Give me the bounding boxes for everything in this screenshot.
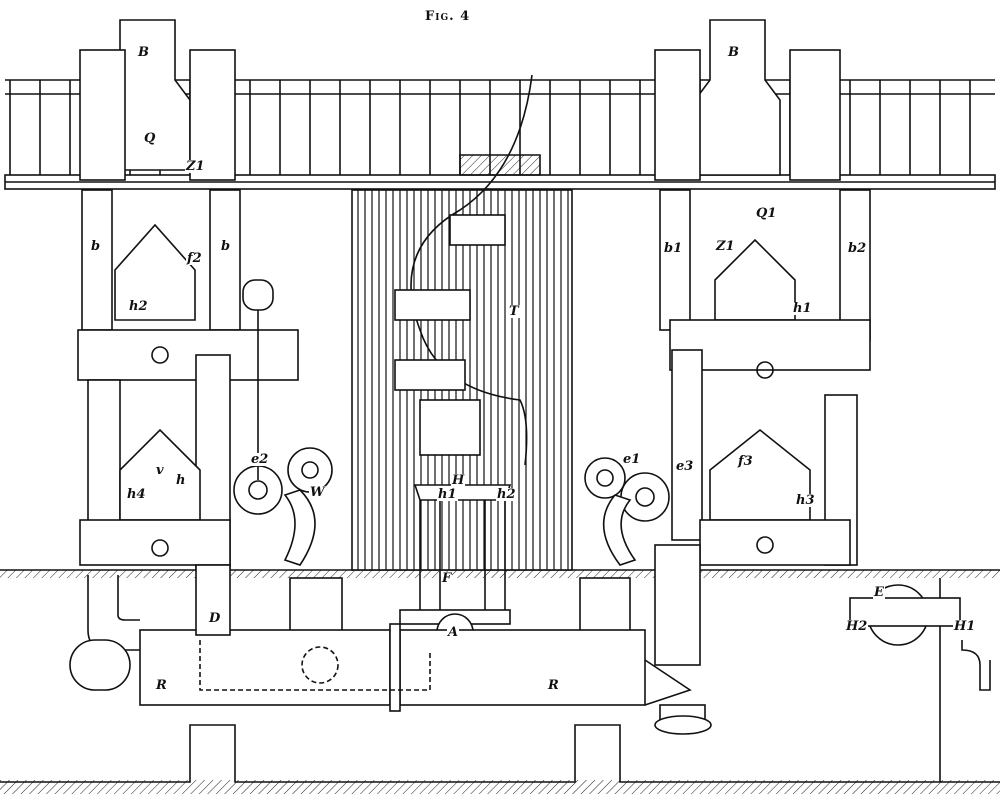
label-f2: f2 bbox=[186, 251, 203, 266]
label-h1-center: h1 bbox=[437, 487, 458, 502]
label-W: W bbox=[309, 485, 326, 500]
label-h: h bbox=[175, 473, 187, 488]
label-f3: f3 bbox=[737, 454, 754, 469]
label-h-upper-left: h2 bbox=[128, 299, 149, 314]
label-e2: e2 bbox=[250, 452, 270, 467]
label-E: E bbox=[873, 585, 885, 600]
label-B-left: B bbox=[137, 45, 150, 60]
label-Q: Q bbox=[143, 131, 157, 146]
label-F: F bbox=[441, 571, 453, 586]
right-engine bbox=[584, 19, 871, 566]
label-T: T bbox=[508, 304, 520, 319]
label-Z1-left: Z1 bbox=[185, 159, 206, 174]
left-engine bbox=[77, 19, 333, 571]
label-h4: h4 bbox=[126, 487, 147, 502]
label-e3: e3 bbox=[675, 459, 695, 474]
label-Q1: Q1 bbox=[755, 206, 778, 221]
label-R-left: R bbox=[155, 678, 168, 693]
spiral-staircase bbox=[394, 74, 533, 466]
label-h3: h3 bbox=[795, 493, 816, 508]
label-b-left2: b bbox=[220, 239, 232, 254]
label-H: H bbox=[451, 473, 466, 488]
label-H1: H1 bbox=[953, 619, 977, 634]
label-D: D bbox=[208, 611, 222, 626]
label-h1-upper-right: h1 bbox=[792, 301, 813, 316]
label-b-left1: b bbox=[90, 239, 102, 254]
label-R-right: R bbox=[547, 678, 560, 693]
label-H2: H2 bbox=[845, 619, 869, 634]
figure-title: Fig. 4 bbox=[425, 9, 471, 24]
label-b2: b2 bbox=[847, 241, 868, 256]
label-e1: e1 bbox=[622, 452, 642, 467]
label-v: v bbox=[155, 463, 165, 478]
label-Z1-right: Z1 bbox=[715, 239, 736, 254]
label-B-right: B bbox=[727, 45, 740, 60]
label-h2-center: h2 bbox=[496, 487, 517, 502]
label-b1: b1 bbox=[663, 241, 684, 256]
condenser-pipes bbox=[69, 544, 991, 735]
label-A: A bbox=[447, 625, 460, 640]
